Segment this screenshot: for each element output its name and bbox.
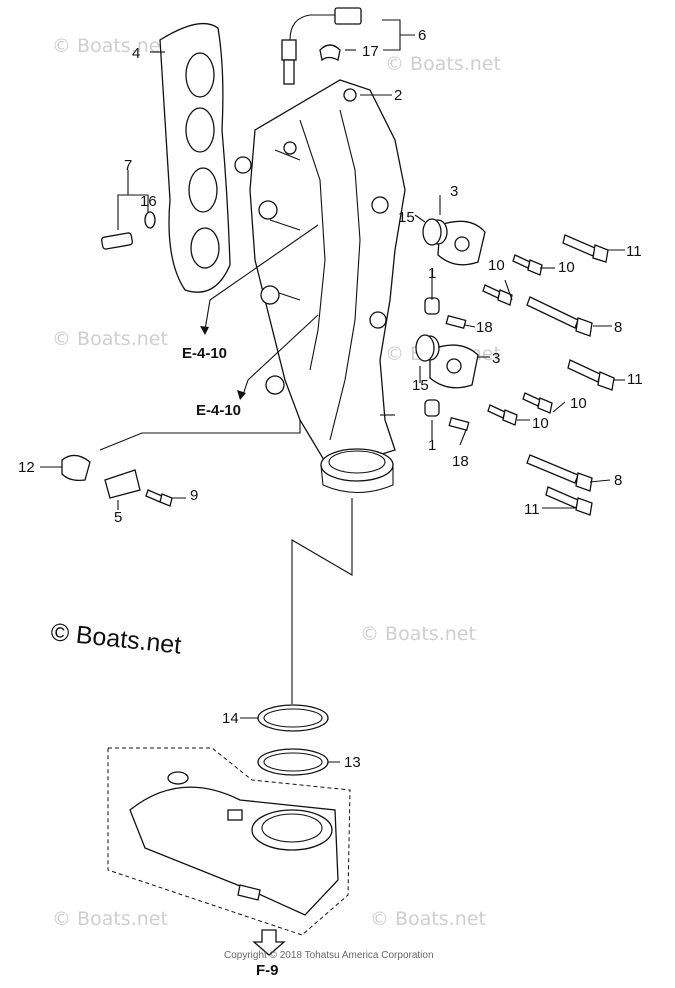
callout-10: 10	[532, 415, 549, 432]
callout-15: 15	[398, 209, 415, 226]
bracket-and-clamp	[61, 454, 173, 507]
arrow-head	[237, 390, 246, 400]
down-arrow-icon	[252, 929, 286, 956]
ref-f-9: F-9	[256, 962, 279, 979]
callout-10: 10	[570, 395, 587, 412]
callout-1: 1	[428, 437, 436, 454]
gasket	[422, 218, 442, 246]
watermark: © Boats.net	[52, 328, 168, 350]
bolts	[445, 234, 615, 516]
callout-11: 11	[524, 501, 540, 518]
exhaust-manifold	[234, 79, 406, 493]
callout-13: 13	[344, 754, 361, 771]
callout-6: 6	[418, 27, 426, 44]
callout-4: 4	[132, 45, 140, 62]
collar	[424, 399, 440, 417]
callout-8: 8	[614, 472, 622, 489]
callout-11: 11	[626, 243, 642, 260]
brand-watermark: © Boats.net	[49, 618, 182, 660]
callout-16: 16	[140, 193, 157, 210]
ref-e-4-10: E-4-10	[196, 402, 241, 419]
temperature-sensor	[101, 211, 156, 250]
gasket	[415, 334, 435, 362]
callout-18: 18	[476, 319, 493, 336]
collar	[424, 297, 440, 315]
watermark: © Boats.net	[370, 908, 486, 930]
callout-17: 17	[362, 43, 379, 60]
callout-2: 2	[394, 87, 402, 104]
arrow-head	[200, 326, 209, 335]
callout-18: 18	[452, 453, 469, 470]
watermark: © Boats.net	[385, 53, 501, 75]
callout-14: 14	[222, 710, 239, 727]
callout-12: 12	[18, 459, 35, 476]
leader-lines	[40, 19, 625, 763]
callout-10: 10	[488, 257, 505, 274]
callout-15: 15	[412, 377, 429, 394]
manifold-gasket	[159, 22, 231, 293]
callout-9: 9	[190, 487, 198, 504]
ref-e-4-10: E-4-10	[182, 345, 227, 362]
watermark: © Boats.net	[52, 908, 168, 930]
watermark: © Boats.net	[360, 623, 476, 645]
callout-3: 3	[450, 183, 458, 200]
water-housing-assembly	[107, 747, 351, 936]
callout-8: 8	[614, 319, 622, 336]
callout-labels: 4 6 17 2 7 16 3 15 11 10 10 1 18 8 E-4-1…	[18, 27, 643, 979]
callout-1: 1	[428, 265, 436, 282]
callout-11: 11	[627, 371, 643, 388]
watermark: © Boats.net	[52, 35, 168, 57]
oxygen-sensor	[281, 7, 362, 85]
callout-7: 7	[124, 157, 132, 174]
callout-5: 5	[114, 509, 122, 526]
copyright-notice: Copyright © 2018 Tohatsu America Corpora…	[224, 950, 434, 961]
callout-10: 10	[558, 259, 575, 276]
callout-3: 3	[492, 350, 500, 367]
